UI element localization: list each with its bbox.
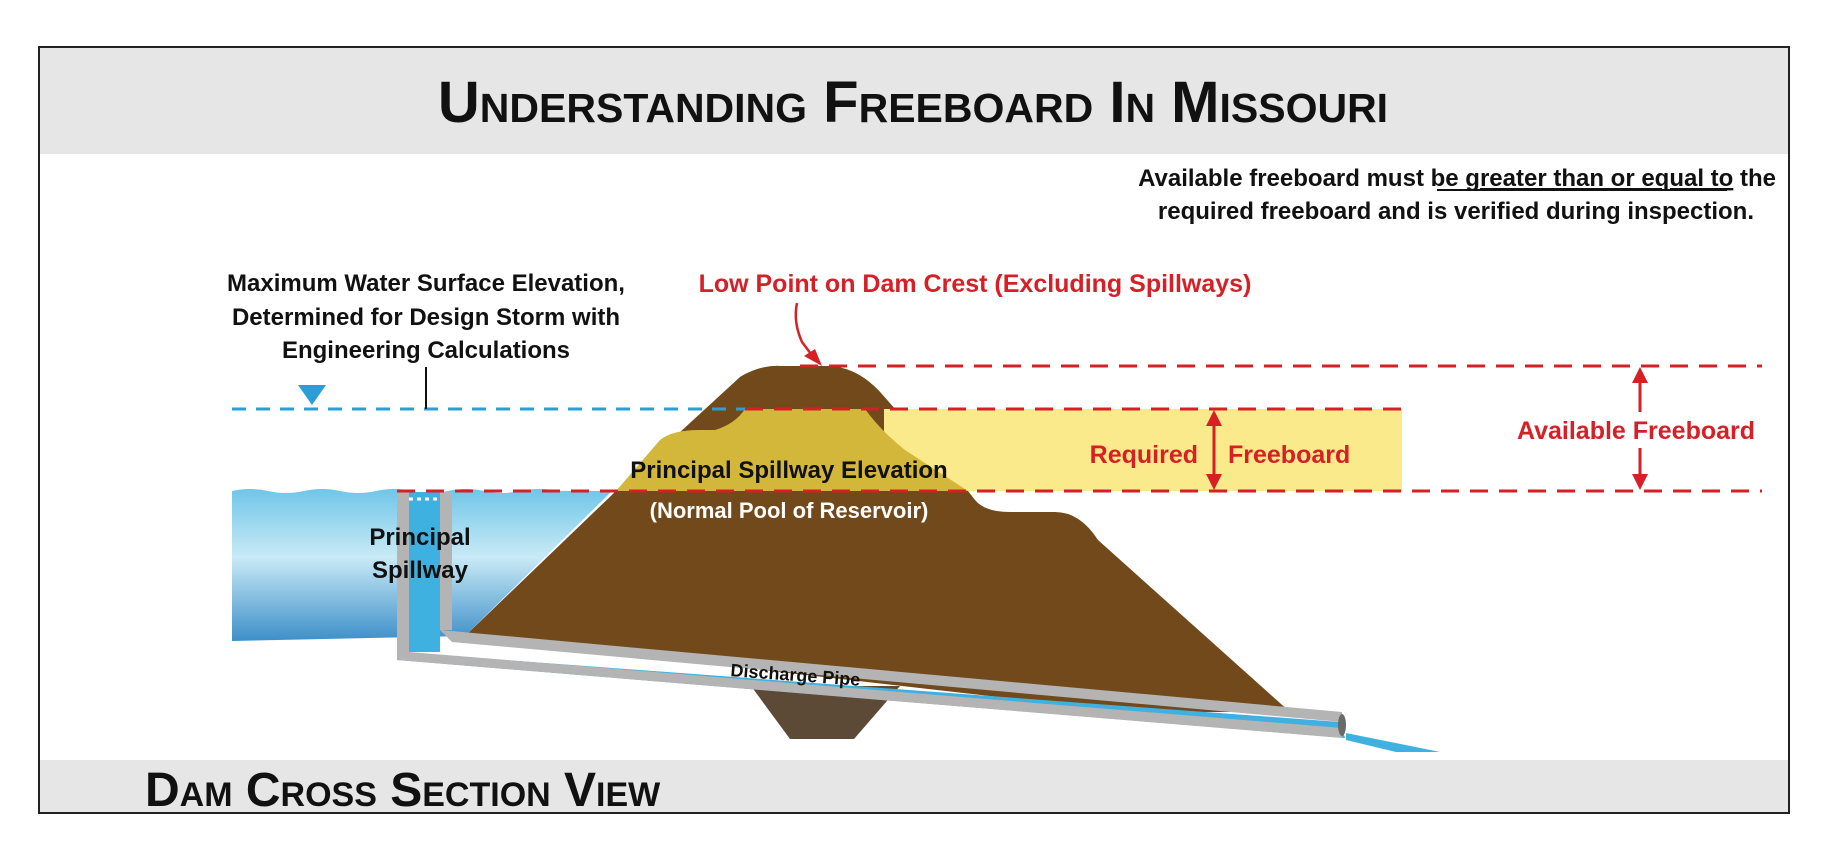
required-arrow-down [1206,474,1222,490]
discharge-pipe [440,630,1342,722]
principal-spillway-label-line-1: Principal [369,524,470,551]
freeboard-note-line-1: Available freeboard must be greater than… [1138,165,1776,192]
riser-wall-right [440,492,452,630]
diagram-title: Understanding Freeboard In Missouri [438,70,1388,135]
max-water-label-line-3: Engineering Calculations [282,337,570,364]
low-point-label: Low Point on Dam Crest (Excluding Spillw… [699,270,1252,298]
low-point-leader [794,302,815,359]
required-label: Required [1090,441,1198,469]
riser-wall-left [397,492,409,652]
max-water-label-line-1: Maximum Water Surface Elevation, [227,270,625,297]
pipe-outlet [1338,714,1346,736]
dam-crest [740,365,895,409]
principal-spillway-elevation-label: Principal Spillway Elevation [630,457,947,484]
available-arrow-down [1632,474,1648,490]
required-arrow-up [1206,410,1222,426]
available-freeboard-label: Available Freeboard [1517,417,1755,445]
riser-water [409,492,440,652]
freeboard-note-line-2: required freeboard and is verified durin… [1158,198,1754,225]
footer-band [40,760,1788,812]
foundation-keyway [751,686,900,739]
water-surface-icon [298,385,326,405]
outlet-flow [1346,733,1440,752]
title-band [40,48,1788,154]
max-water-label-line-2: Determined for Design Storm with [232,304,620,331]
discharge-pipe-bottom [397,652,1342,738]
low-point-arrowhead [804,349,822,366]
freeboard-label: Freeboard [1228,441,1350,469]
required-freeboard-band [884,409,1402,491]
footer-title: Dam Cross Section View [145,764,661,817]
principal-spillway-label-line-2: Spillway [372,557,469,584]
available-arrow-up [1632,367,1648,383]
dam-upstream-band [616,409,968,491]
normal-pool-label: (Normal Pool of Reservoir) [650,498,929,523]
